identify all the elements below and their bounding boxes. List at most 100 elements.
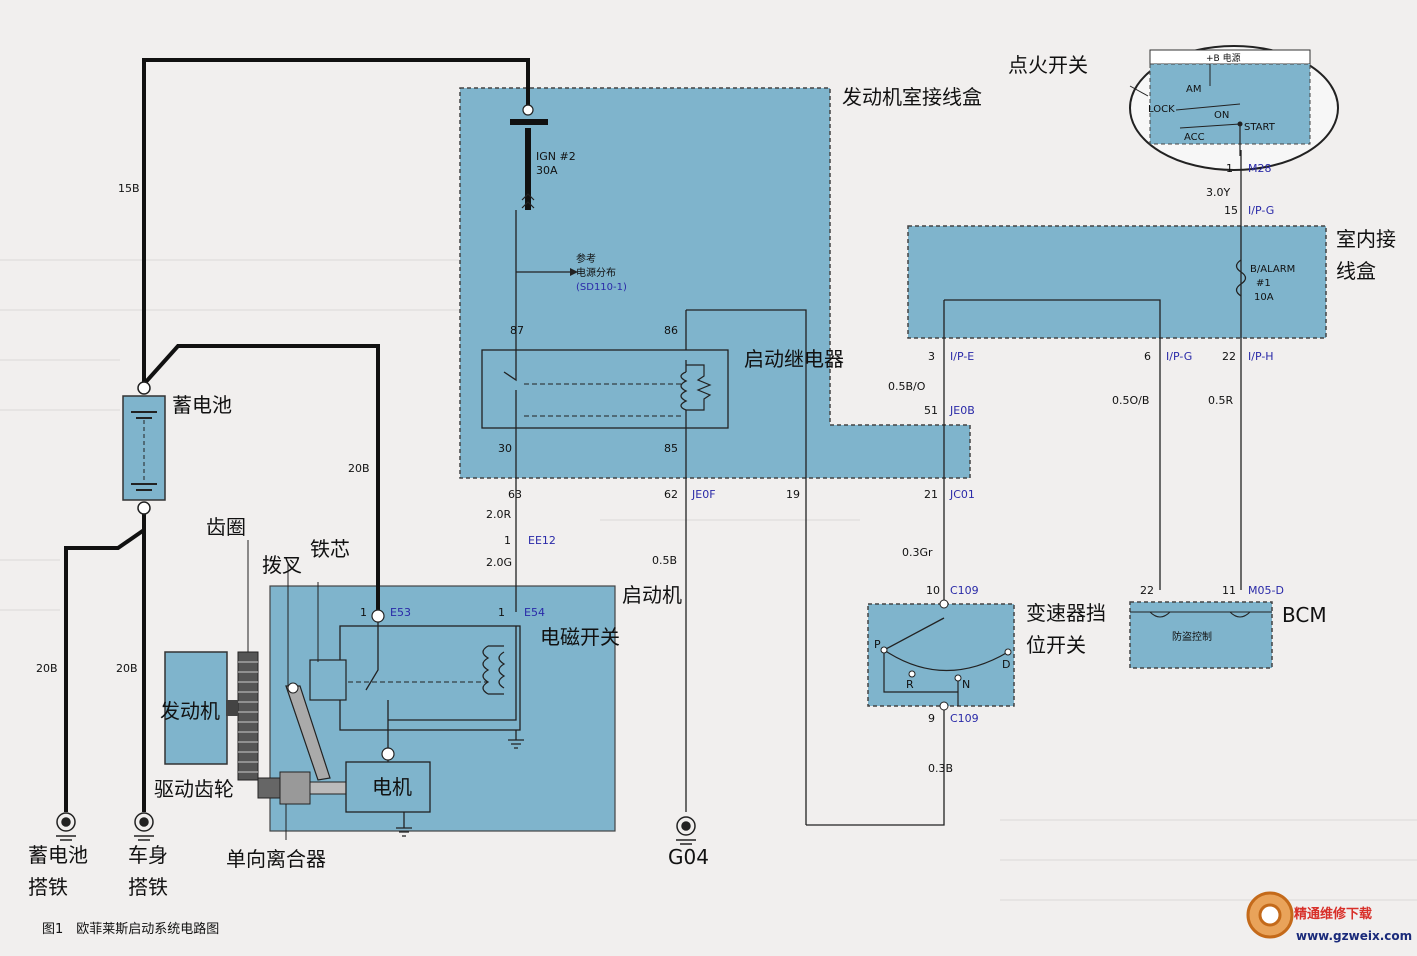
motor-label: 电机 [372, 775, 412, 799]
wire-05ob: 0.5O/B [1112, 394, 1149, 407]
ign-switch-label: 点火开关 [1008, 53, 1088, 77]
pin-51: 51 [924, 404, 938, 417]
pin-22b: 22 [1140, 584, 1154, 597]
watermark-logo [1246, 891, 1294, 939]
pin-15: 15 [1224, 204, 1238, 217]
ign-lock: LOCK [1148, 104, 1175, 115]
battery-label: 蓄电池 [172, 393, 232, 417]
pin-30: 30 [498, 442, 512, 455]
conn-ipe: I/P-E [950, 350, 974, 363]
fuse-ign-rating: 30A [536, 164, 558, 177]
ign-am: AM [1186, 84, 1201, 95]
conn-e54: E54 [524, 606, 545, 619]
watermark-url: www.gzweix.com [1296, 929, 1412, 943]
conn-c109a: C109 [950, 584, 979, 597]
engine-label: 发动机 [160, 699, 220, 723]
conn-e53: E53 [390, 606, 411, 619]
gear-r: R [906, 678, 914, 691]
conn-ipg-top: I/P-G [1248, 204, 1274, 217]
pin-1a: 1 [504, 534, 511, 547]
engine-block [164, 651, 228, 765]
wire-05bo: 0.5B/O [888, 380, 926, 393]
fuse-bialarm-rating: 10A [1254, 292, 1274, 303]
gear-ring [237, 651, 259, 781]
body-ground-label-2: 搭铁 [128, 875, 168, 899]
watermark-cn: 精通维修下载 [1294, 906, 1372, 922]
drive-gear-label: 驱动齿轮 [154, 777, 234, 801]
gear-d: D [1002, 658, 1010, 671]
gear-n: N [962, 678, 970, 691]
drive-gear [257, 777, 281, 799]
conn-c109b: C109 [950, 712, 979, 725]
background-noise [0, 259, 1417, 901]
battery-ground-label-1: 蓄电池 [28, 843, 88, 867]
pin-62: 62 [664, 488, 678, 501]
ign-pin: 1 [1226, 162, 1233, 175]
one-way-clutch-label: 单向离合器 [226, 847, 326, 871]
fuse-bialarm-name: B/ALARM [1250, 264, 1295, 275]
engine-box-label: 发动机室接线盒 [842, 85, 982, 109]
starter-label: 启动机 [622, 583, 682, 607]
pin-1b: 1 [360, 606, 367, 619]
pin-85: 85 [664, 442, 678, 455]
fork-label: 拨叉 [262, 553, 302, 577]
pin-19: 19 [786, 488, 800, 501]
indoor-box-label-2: 线盒 [1336, 259, 1376, 283]
conn-ee12: EE12 [528, 534, 556, 547]
conn-m05d: M05-D [1248, 584, 1284, 597]
pin-86: 86 [664, 324, 678, 337]
wire-05b: 0.5B [652, 554, 677, 567]
pin-3: 3 [928, 350, 935, 363]
wire-20b-mid: 20B [116, 662, 138, 675]
ref-line1: 参考 [576, 252, 596, 265]
figure-caption: 图1 欧菲莱斯启动系统电路图 [42, 921, 219, 937]
pin-10: 10 [926, 584, 940, 597]
battery-cables [64, 58, 530, 812]
conn-je0b: JE0B [949, 404, 975, 417]
starter-relay-box [481, 349, 729, 429]
body-ground-label-1: 车身 [128, 843, 168, 867]
wire-03gr: 0.3Gr [902, 546, 933, 559]
ign-on: ON [1214, 110, 1229, 121]
ref-line3: (SD110-1) [576, 282, 627, 293]
fuse-ign-name: IGN #2 [536, 150, 576, 163]
solenoid-label: 电磁开关 [540, 625, 620, 649]
conn-je0f: JE0F [691, 488, 716, 501]
wire-2g: 2.0G [486, 556, 512, 569]
gear-ring-label: 齿圈 [206, 515, 246, 539]
fuse-bialarm-num: #1 [1256, 278, 1271, 289]
ref-line2: 电源分布 [576, 266, 616, 279]
ign-supply: +B 电源 [1206, 52, 1241, 64]
pin-11: 11 [1222, 584, 1236, 597]
wire-15b: 15B [118, 182, 140, 195]
battery-ground-label-2: 搭铁 [28, 875, 68, 899]
pin-6: 6 [1144, 350, 1151, 363]
pin-1c: 1 [498, 606, 505, 619]
wire-03b: 0.3B [928, 762, 953, 775]
conn-jc01: JC01 [949, 488, 975, 501]
pin-21: 21 [924, 488, 938, 501]
conn-iph: I/P-H [1248, 350, 1274, 363]
wire-20b-left: 20B [36, 662, 58, 675]
bcm-label: BCM [1282, 603, 1327, 627]
starter-relay-label: 启动继电器 [744, 347, 844, 371]
pin-63: 63 [508, 488, 522, 501]
wire-3y: 3.0Y [1206, 186, 1230, 199]
shift-switch-label-2: 位开关 [1026, 633, 1086, 657]
g04-label: G04 [668, 845, 709, 869]
core-label: 铁芯 [310, 537, 350, 561]
conn-ipg: I/P-G [1166, 350, 1192, 363]
ign-acc: ACC [1184, 132, 1205, 143]
pin-87: 87 [510, 324, 524, 337]
ground-symbols [56, 812, 696, 845]
ign-start: START [1244, 122, 1276, 133]
indoor-junction-box [907, 225, 1327, 339]
wire-20b-top: 20B [348, 462, 370, 475]
indoor-box-label-1: 室内接 [1336, 227, 1396, 251]
gear-p: P [874, 638, 881, 651]
wire-05r: 0.5R [1208, 394, 1233, 407]
ign-conn: M28 [1248, 162, 1272, 175]
bcm-inner-label: 防盗控制 [1172, 630, 1212, 643]
